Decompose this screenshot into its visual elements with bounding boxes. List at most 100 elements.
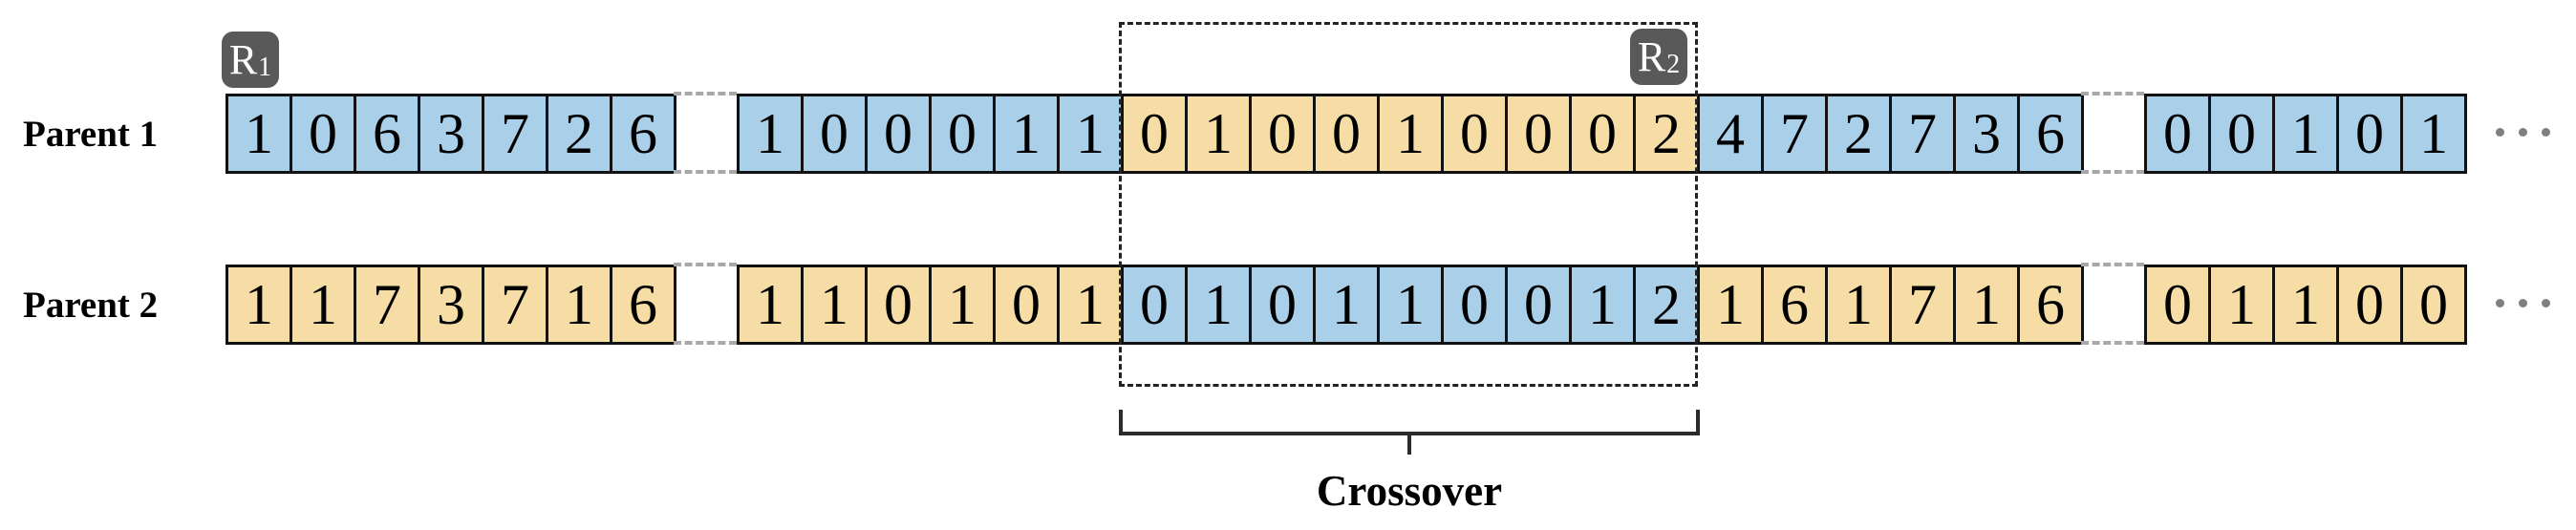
gene-cell: 1 — [1185, 94, 1252, 174]
gene-cell: 7 — [482, 265, 548, 345]
parent-1-label: Parent 1 — [23, 113, 159, 155]
parent-2-ellipsis — [2496, 299, 2550, 307]
gene-cell: 1 — [290, 265, 356, 345]
dashed-connector — [2081, 170, 2144, 174]
dashed-connector — [2081, 263, 2144, 266]
gene-cell: 7 — [1761, 94, 1828, 174]
gene-cell: 0 — [1441, 94, 1508, 174]
gene-cell: 2 — [1633, 94, 1700, 174]
crossover-label: Crossover — [1316, 467, 1503, 515]
ellipsis-dot — [2542, 299, 2550, 307]
gene-cell: 1 — [1185, 265, 1252, 345]
gene-cell: 1 — [1057, 265, 1124, 345]
gene-cell: 1 — [993, 94, 1060, 174]
ellipsis-dot — [2542, 128, 2550, 137]
gene-cell: 6 — [1761, 265, 1828, 345]
gene-cell: 1 — [2400, 94, 2467, 174]
gene-cell: 1 — [225, 94, 292, 174]
gene-cell: 0 — [2336, 94, 2403, 174]
gene-cell: 0 — [2144, 94, 2211, 174]
ellipsis-dot — [2496, 299, 2504, 307]
gene-cell: 0 — [929, 94, 996, 174]
gene-cell: 4 — [1697, 94, 1764, 174]
gene-cell: 1 — [1697, 265, 1764, 345]
gene-cell: 0 — [1249, 94, 1316, 174]
gene-cell: 0 — [290, 94, 356, 174]
gene-cell: 3 — [418, 94, 484, 174]
dashed-connector — [2081, 341, 2144, 345]
crossover-brace-center-tick — [1407, 432, 1411, 455]
ellipsis-dot — [2496, 128, 2504, 137]
gene-cell: 3 — [418, 265, 484, 345]
ellipsis-dot — [2519, 299, 2527, 307]
r2-marker-subscript: 2 — [1666, 49, 1681, 79]
gene-cell: 0 — [993, 265, 1060, 345]
gene-cell: 1 — [737, 94, 804, 174]
gene-cell: 3 — [1953, 94, 2020, 174]
gene-cell: 6 — [2017, 94, 2084, 174]
gene-cell: 1 — [1377, 94, 1444, 174]
gene-cell: 0 — [865, 94, 932, 174]
r2-marker-text: R — [1637, 32, 1666, 80]
ellipsis-dot — [2519, 128, 2527, 137]
gene-cell: 0 — [1121, 94, 1188, 174]
gene-cell: 1 — [2272, 265, 2339, 345]
gene-cell: 1 — [929, 265, 996, 345]
gene-cell: 0 — [865, 265, 932, 345]
parent-1-ellipsis — [2496, 128, 2550, 137]
dashed-connector — [674, 170, 737, 174]
gene-cell: 0 — [1505, 265, 1572, 345]
gene-cell: 6 — [354, 94, 420, 174]
gene-cell: 0 — [1121, 265, 1188, 345]
crossover-brace-right-tick — [1696, 410, 1700, 435]
gene-cell: 0 — [2208, 94, 2275, 174]
crossover-brace-left-tick — [1119, 410, 1123, 435]
gene-cell: 0 — [1569, 94, 1636, 174]
gene-cell: 1 — [546, 265, 612, 345]
gene-cell: 1 — [2208, 265, 2275, 345]
gene-cell: 6 — [2017, 265, 2084, 345]
gene-cell: 1 — [225, 265, 292, 345]
gene-cell: 7 — [482, 94, 548, 174]
gene-cell: 2 — [1633, 265, 1700, 345]
gene-cell: 1 — [1825, 265, 1892, 345]
gene-cell: 0 — [2144, 265, 2211, 345]
gene-cell: 1 — [737, 265, 804, 345]
gene-cell: 6 — [610, 94, 676, 174]
gene-cell: 0 — [2336, 265, 2403, 345]
dashed-connector — [674, 92, 737, 95]
gene-cell: 0 — [1313, 94, 1380, 174]
gene-cell: 0 — [1505, 94, 1572, 174]
r1-marker-text: R — [228, 35, 258, 83]
dashed-connector — [674, 263, 737, 266]
gene-cell: 2 — [546, 94, 612, 174]
gene-cell: 0 — [801, 94, 868, 174]
gene-cell: 7 — [1889, 265, 1956, 345]
gene-cell: 2 — [1825, 94, 1892, 174]
gene-cell: 7 — [1889, 94, 1956, 174]
gene-cell: 1 — [1377, 265, 1444, 345]
gene-cell: 0 — [1249, 265, 1316, 345]
r1-marker-subscript: 1 — [258, 52, 272, 82]
gene-cell: 1 — [1057, 94, 1124, 174]
gene-cell: 1 — [2272, 94, 2339, 174]
gene-cell: 7 — [354, 265, 420, 345]
gene-cell: 1 — [801, 265, 868, 345]
gene-cell: 1 — [1313, 265, 1380, 345]
gene-cell: 6 — [610, 265, 676, 345]
